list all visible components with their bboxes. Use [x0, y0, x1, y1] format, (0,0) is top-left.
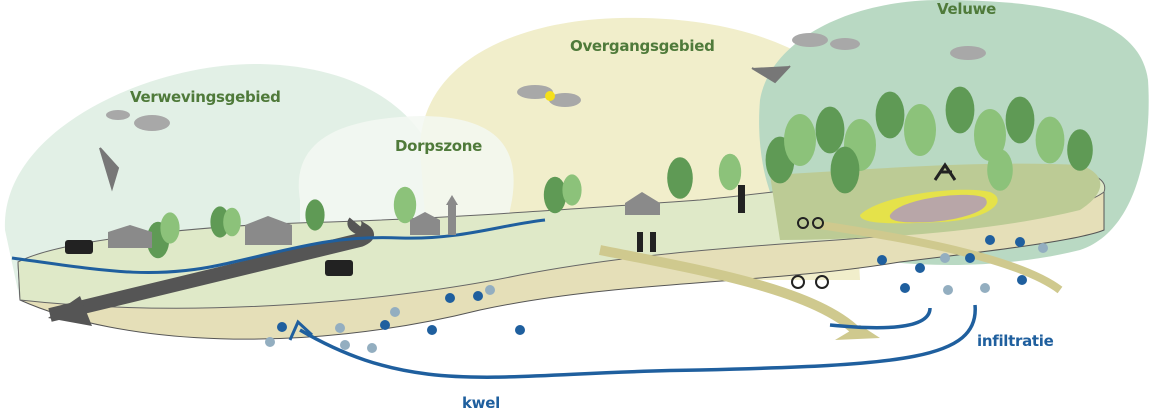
- tree: [543, 176, 567, 214]
- tree: [974, 109, 1006, 161]
- water-drop: [985, 235, 995, 245]
- heathland-purple: [889, 194, 987, 223]
- water-drop: [427, 325, 437, 335]
- river: [11, 218, 546, 275]
- water-drop: [367, 343, 377, 353]
- tree: [1005, 96, 1035, 144]
- groundwater-flow-arrow-2: [819, 221, 1063, 294]
- deer-icon: [933, 162, 957, 181]
- label-verwevingsgebied: Verwevingsgebied: [130, 88, 281, 106]
- tree: [562, 174, 582, 206]
- tree: [393, 186, 417, 224]
- tree: [718, 153, 742, 191]
- kwel-arrow: [299, 304, 977, 379]
- tree: [987, 149, 1013, 191]
- water-drop: [965, 253, 975, 263]
- tree: [667, 157, 693, 199]
- kwel-arrow-head: [288, 319, 314, 341]
- road: [48, 217, 374, 322]
- bird-of-prey-icon: [99, 65, 791, 192]
- water-drop: [1017, 275, 1027, 285]
- water-drop: [485, 285, 495, 295]
- water-drop: [445, 293, 455, 303]
- tree: [815, 106, 845, 154]
- water-drop: [473, 291, 483, 301]
- tree: [223, 207, 241, 237]
- water-drop: [1038, 243, 1048, 253]
- tree: [160, 212, 180, 244]
- water-drop: [335, 323, 345, 333]
- bicycle-icons: [791, 217, 829, 289]
- label-dorpszone: Dorpszone: [395, 137, 483, 155]
- trees: [146, 86, 1093, 259]
- water-drop: [515, 325, 525, 335]
- cow-icons: [65, 240, 353, 276]
- groundwater-flow-arrow: [599, 245, 864, 339]
- water-drop: [277, 322, 287, 332]
- water-drop: [915, 263, 925, 273]
- tree: [1035, 116, 1065, 164]
- tree: [305, 199, 325, 231]
- label-infiltratie: infiltratie: [977, 332, 1054, 350]
- water-drop: [943, 285, 953, 295]
- tree: [904, 104, 936, 156]
- flow-arrow-head: [835, 325, 880, 340]
- water-drop: [390, 307, 400, 317]
- label-overgangsgebied: Overgangsgebied: [570, 37, 715, 55]
- infiltratie-arrow: [829, 307, 932, 330]
- water-drop: [980, 283, 990, 293]
- water-drop: [1015, 237, 1025, 247]
- hiker-icons: [637, 185, 745, 252]
- water-drop: [940, 253, 950, 263]
- label-kwel: kwel: [462, 394, 500, 411]
- water-drop: [380, 320, 390, 330]
- buildings: [108, 192, 660, 248]
- sun-icon: [545, 91, 555, 101]
- tree: [1067, 129, 1093, 171]
- label-veluwe: Veluwe: [937, 0, 997, 18]
- road-arrow-head: [48, 296, 92, 326]
- cloud-icons: [106, 33, 986, 131]
- tree: [875, 91, 905, 139]
- water-drop: [340, 340, 350, 350]
- water-drop: [265, 337, 275, 347]
- tree: [784, 114, 816, 166]
- water-drops: [265, 235, 1048, 353]
- tree: [830, 146, 860, 194]
- tree: [945, 86, 975, 134]
- water-drop: [900, 283, 910, 293]
- water-drop: [877, 255, 887, 265]
